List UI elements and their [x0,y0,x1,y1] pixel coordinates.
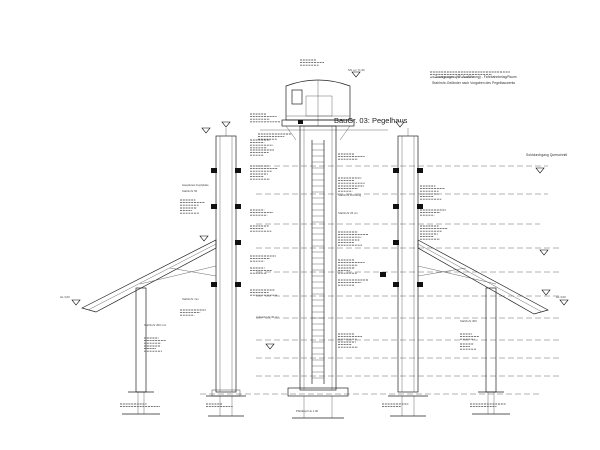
level-marker-icon [71,71,569,350]
note-left-3: Stahlrohr 300 mm [144,323,167,327]
drawing-title: BauGr. 03: Pegelhaus [334,116,408,125]
annotation-marks [120,59,510,408]
notes-left-column: Hauptkreis Kopfplatte Stahlrohr 50 Stahl… [144,183,209,327]
base-label: Pfahlkopf Hs 1,00 [296,409,319,413]
side-label-left: Hs 3,60 [60,295,70,299]
right-canopy [417,239,549,415]
column-brackets [211,120,423,287]
notes-center-column: Stahlrohr Dichtung Stahlrohr 25 cm Aufsa… [256,193,477,323]
left-column [206,128,246,417]
note-center-2: Aufsatzrohr 30 cm [256,315,279,319]
note-center-1: Stahlrohr 25 cm [338,211,358,215]
legend-line-2: Stahlrohr-Geländer nach Vorgaben des Peg… [432,81,515,85]
level-lines [200,129,560,395]
note-center-3: Stahlrohr 300 [460,319,477,323]
note-left-2: Stahlrohr mm [182,297,199,301]
section-mark: Sohldurchgang Querschnitt [526,153,567,157]
gauge-house [281,79,355,141]
central-tower [287,125,349,419]
top-level-label: NN +m 71,90 [348,68,365,72]
left-canopy [81,239,217,415]
side-label-right: Hs 3,60 [556,295,566,299]
note-left-1: Stahlrohr 50 [182,189,198,193]
legend-line-1: = Zuwegungen (HF-Ausführung) - Fahrbahnb… [432,75,517,79]
right-column [388,128,428,417]
note-left-0: Hauptkreis Kopfplatte [182,183,209,187]
note-center-0: Stahlrohr Dichtung [338,193,362,197]
